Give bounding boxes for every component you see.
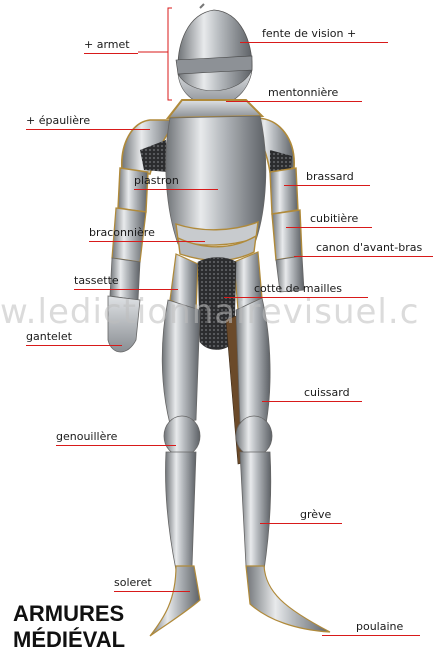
label-braconniere: braconnière [89,226,155,239]
title-line-2: MÉDIÉVAL [13,628,125,652]
poulaine-underline [322,635,420,636]
genouillere-underline [56,445,176,446]
label-gantelet: gantelet [26,330,72,343]
label-soleret: soleret [114,576,152,589]
brassard-underline [284,185,370,186]
label-canon-avant-bras: canon d'avant-bras [316,241,433,254]
label-cotte-de-mailles: cotte de mailles [254,282,342,295]
label-cuissard: cuissard [304,386,350,399]
label-brassard: brassard [306,170,354,183]
cotte-de-mailles-underline [224,297,368,298]
cubitiere-underline [286,227,372,228]
braconniere-underline [89,241,205,242]
tassette-underline [74,289,178,290]
label-armet: + armet [84,38,130,51]
soleret-underline [114,591,190,592]
canon-avant-bras-underline [294,256,433,257]
label-epauliere: + épaulière [26,114,90,127]
epauliere-underline [26,129,150,130]
label-genouillere: genouillère [56,430,117,443]
mentonniere-underline [226,101,362,102]
label-mentonniere: mentonnière [268,86,338,99]
label-tassette: tassette [74,274,119,287]
label-greve: grève [300,508,331,521]
label-cubitiere: cubitière [310,212,358,225]
greve-underline [260,523,342,524]
cuissard-underline [262,401,362,402]
armet-underline [84,53,138,54]
label-plastron: plastron [134,174,179,187]
label-fente-de-vision: fente de vision + [262,27,356,40]
fente-de-vision-underline [240,42,388,43]
plastron-underline [134,189,218,190]
gantelet-underline [26,345,122,346]
title-line-1: ARMURES [13,602,124,626]
label-poulaine: poulaine [356,620,403,633]
